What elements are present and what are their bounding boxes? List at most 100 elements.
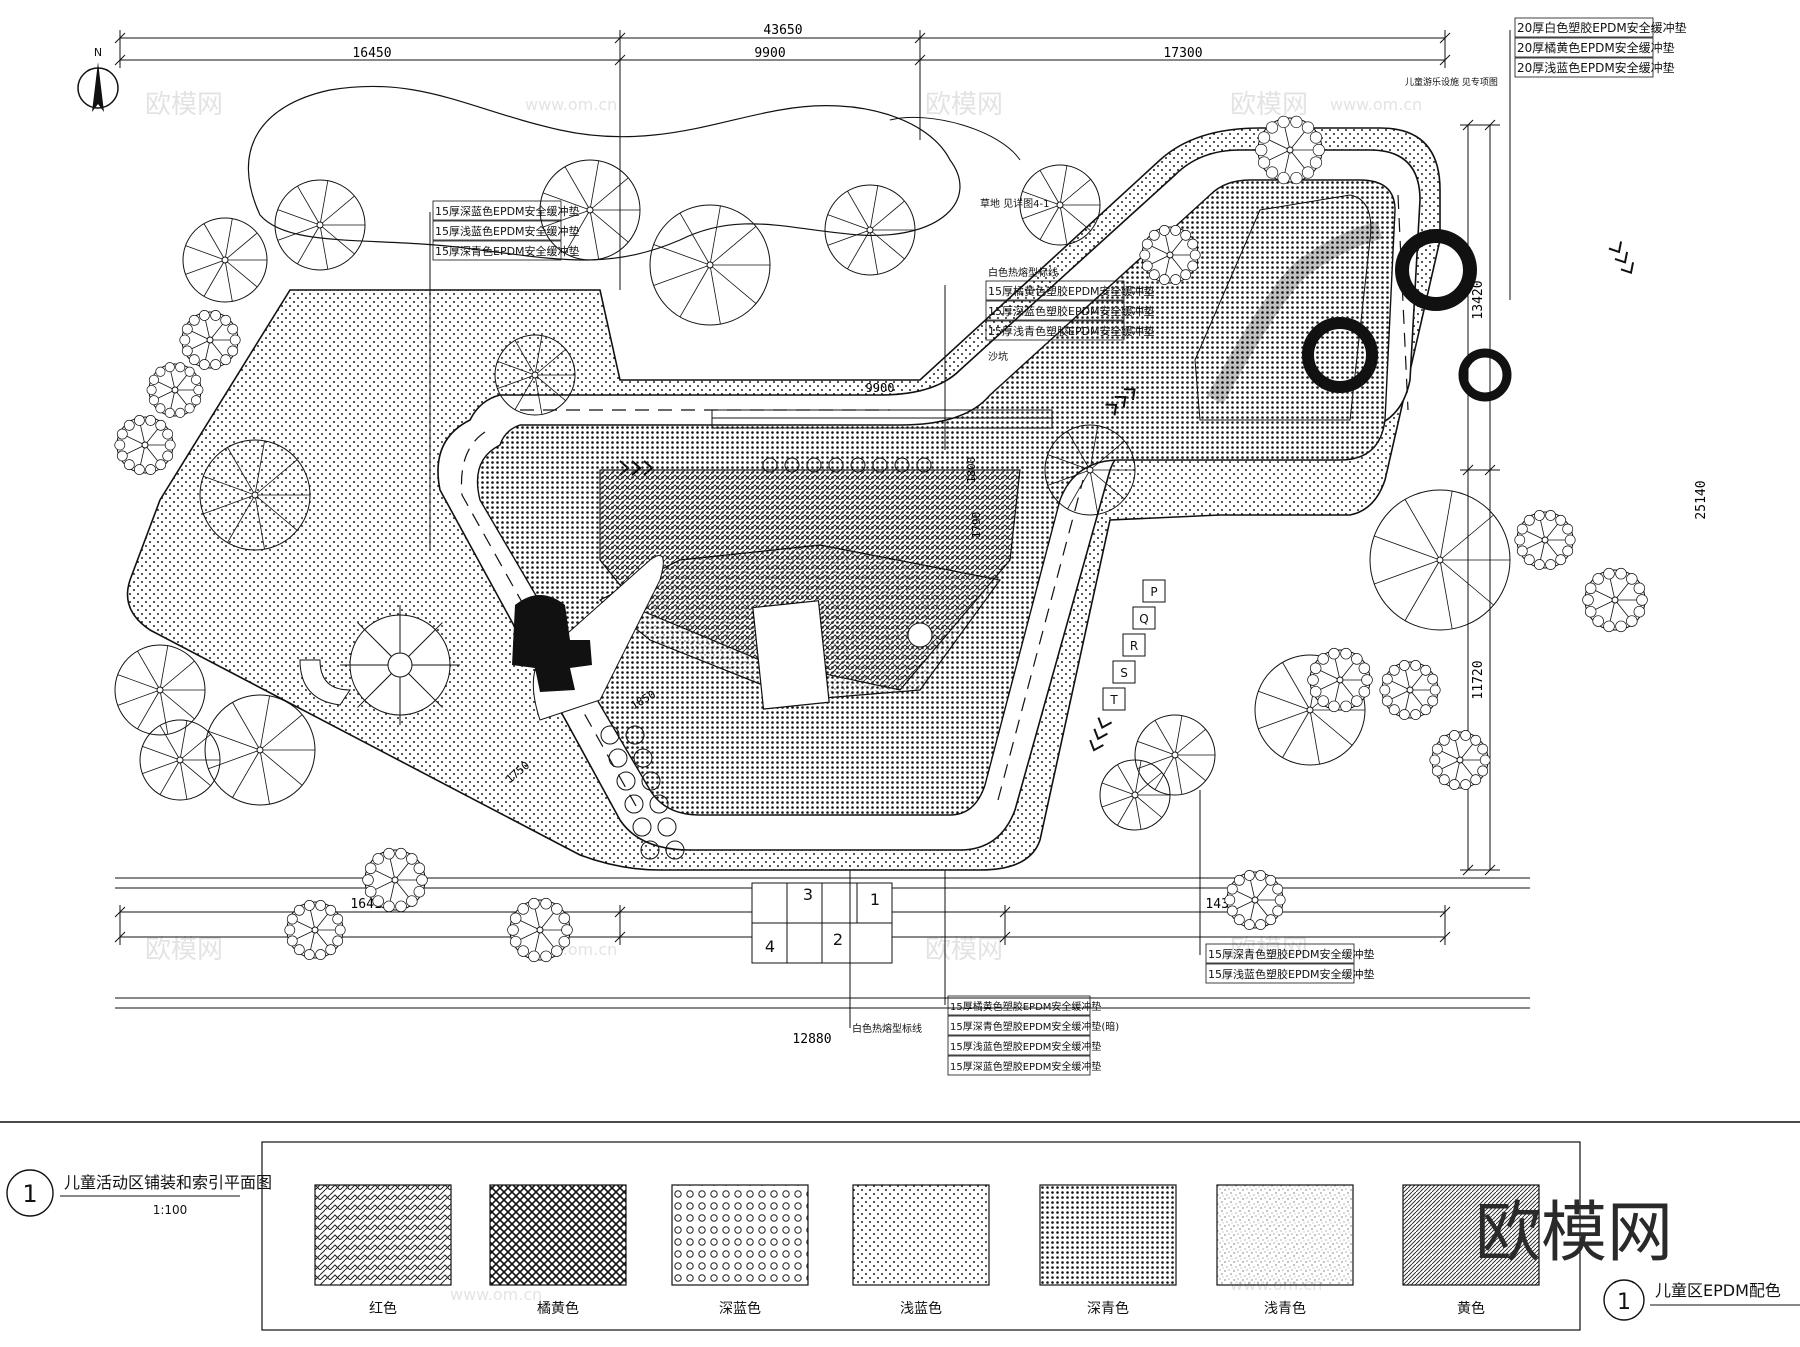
tree-leaf [116, 428, 128, 440]
tree-branch [142, 745, 181, 761]
tree-leaf [1564, 534, 1576, 546]
tree-symbol [146, 362, 204, 418]
tree-branch [224, 232, 258, 261]
play-ring [1458, 348, 1512, 402]
tree-leaf [372, 853, 384, 865]
callout-top-left-line: 15厚深蓝色EPDM安全缓冲垫 [435, 204, 580, 218]
tree-symbol [1019, 164, 1101, 246]
tree-leaf [1170, 274, 1181, 285]
tree-branch [1439, 559, 1453, 630]
tree-branch [319, 224, 329, 270]
tree-leaf [1317, 695, 1329, 707]
tree-leaf [509, 935, 522, 948]
tree-leaf [1562, 545, 1574, 557]
tree-leaf [1265, 914, 1277, 926]
north-arrow: N [77, 46, 119, 112]
tree-branch [179, 720, 188, 761]
letter-square-label: R [1130, 639, 1138, 653]
tree-leaf [304, 900, 315, 911]
tree-trunk [536, 926, 544, 934]
letter-square-label: P [1150, 585, 1157, 599]
dim-slash [1462, 864, 1474, 876]
sand-pit-stone [907, 622, 933, 648]
tree-leaf [1265, 874, 1277, 886]
tree-leaf [1615, 620, 1627, 633]
tree-leaf [1534, 559, 1545, 570]
tree-symbol [649, 204, 771, 326]
tree-leaf [1141, 260, 1153, 272]
tree-trunk [1056, 201, 1064, 209]
dim-slash [914, 32, 926, 44]
tree-branch [1067, 469, 1091, 510]
callout-box [985, 320, 1125, 341]
tree-leaf [1534, 510, 1545, 521]
tree-leaf [1420, 704, 1432, 716]
north-label: N [94, 46, 102, 59]
tree-branch [1137, 740, 1176, 756]
chevron-stroke [1608, 241, 1623, 254]
tree-branch [869, 229, 905, 260]
dim-slash [1484, 119, 1496, 131]
tree-branch [709, 205, 721, 266]
callout-center-line: 15厚橘黄色塑胶EPDM安全缓冲垫 [988, 284, 1155, 298]
chevron-stroke [1123, 388, 1136, 401]
legend-swatch [671, 1184, 809, 1286]
chevron-stroke [1097, 717, 1113, 729]
tree-branch [1174, 754, 1206, 782]
hopscotch-number: 3 [803, 885, 813, 904]
tree-leaf [181, 345, 193, 357]
dim-slash [1439, 32, 1451, 44]
chevron-mark [1105, 388, 1136, 416]
tree-trunk [1306, 706, 1314, 714]
track-dot [916, 457, 932, 473]
legend-label: 深蓝色 [719, 1300, 761, 1317]
play-ring [1302, 317, 1378, 393]
tree-branch [254, 494, 265, 550]
callout-bottom-center-line: 15厚橘黄色塑胶EPDM安全缓冲垫 [950, 1000, 1101, 1013]
chevron-stroke [1093, 728, 1108, 741]
tree-leaf [1523, 554, 1535, 566]
tree-branch [514, 374, 536, 410]
tree-leaf [304, 949, 315, 960]
dim-right-top: 13420 [1471, 280, 1486, 319]
legend-label: 深青色 [1087, 1300, 1129, 1317]
tree-trunk [311, 926, 319, 934]
tree-branch [203, 494, 256, 515]
callout-center-tail: 沙坑 [988, 350, 1008, 363]
tree-leaf [220, 354, 232, 366]
tree-branch [827, 214, 871, 231]
tree-leaf [362, 874, 374, 886]
dim-slash [614, 32, 626, 44]
callout-box [985, 300, 1125, 321]
tree-trunk [251, 491, 259, 499]
tree-branch [653, 264, 711, 286]
stepping-circle [632, 817, 652, 837]
tree-branch [319, 180, 329, 226]
tree-leaf [1309, 662, 1322, 675]
tree-leaf [1514, 534, 1526, 546]
stepping-circle [657, 817, 677, 837]
caption-circle [1603, 1279, 1645, 1321]
tree-symbol [204, 694, 316, 806]
letter-square [1132, 606, 1156, 630]
tree-symbol [1307, 647, 1373, 713]
tree-branch [1134, 760, 1142, 796]
tree-leaf [1358, 685, 1371, 698]
track-dot [850, 457, 866, 473]
tree-leaf [1358, 662, 1371, 675]
tree-trunk [256, 746, 264, 754]
dim-inner-1800: 1800 [965, 457, 978, 484]
tree-leaf [551, 945, 563, 957]
tree-branch [1174, 728, 1206, 756]
tree-branch [259, 714, 303, 751]
tree-trunk [586, 206, 594, 214]
tree-leaf [561, 924, 573, 936]
dim-slash [614, 931, 626, 943]
callout-box [432, 240, 562, 261]
callout-top-right: 20厚白色塑胶EPDM安全缓冲垫20厚橘黄色EPDM安全缓冲垫20厚浅蓝色EPD… [1514, 17, 1687, 78]
tree-leaf [164, 362, 175, 373]
tree-branch [179, 733, 211, 761]
tree-leaf [1584, 605, 1597, 618]
callout-top-left-line: 15厚深青色EPDM安全缓冲垫 [435, 244, 580, 258]
tree-leaf [155, 419, 167, 431]
